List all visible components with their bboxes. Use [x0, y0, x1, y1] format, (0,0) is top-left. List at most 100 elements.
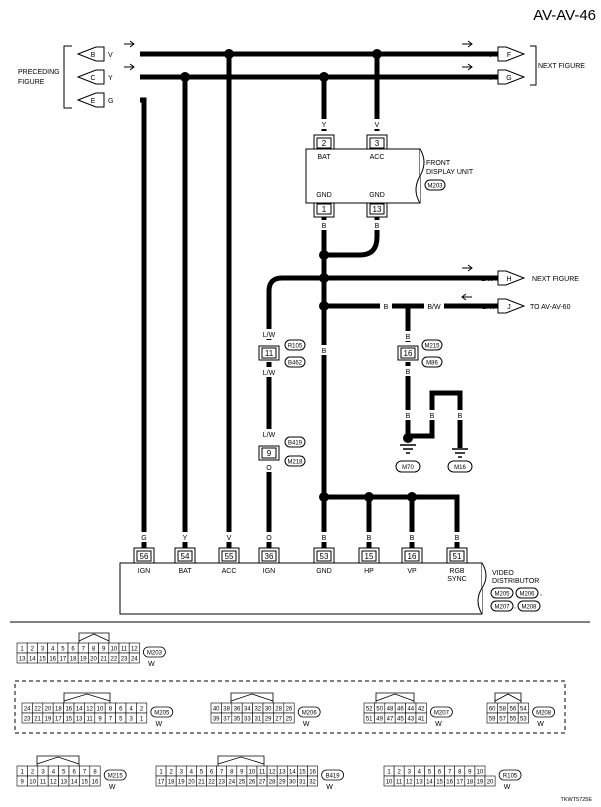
svg-text:FRONT: FRONT: [426, 160, 451, 167]
svg-text:HP: HP: [364, 568, 374, 575]
svg-text:GND: GND: [316, 568, 332, 575]
svg-text:M218: M218: [287, 460, 303, 466]
pin-number: 43: [407, 717, 414, 723]
pin-number: 18: [168, 780, 175, 786]
ground-m70: M70: [395, 433, 421, 473]
splice-lw: [319, 273, 329, 283]
dashed-group-frame: [14, 680, 566, 734]
svg-text:F: F: [507, 52, 511, 59]
connector-color: W: [537, 721, 544, 728]
pin-number: 7: [448, 770, 452, 776]
pin-number: 24: [228, 780, 235, 786]
svg-text:B: B: [406, 334, 411, 341]
svg-text:B: B: [430, 413, 435, 420]
pin-number: 16: [49, 657, 56, 663]
next-figure-label-top: NEXT FIGURE: [538, 63, 585, 70]
pin-number: 10: [386, 780, 393, 786]
pin-number: 11: [86, 717, 93, 723]
pin-number: 52: [366, 707, 373, 713]
pin-number: 4: [130, 707, 134, 713]
pin-number: 12: [269, 770, 276, 776]
pin-number: 1: [140, 717, 144, 723]
pin-number: 5: [61, 647, 65, 653]
pin-number: 46: [397, 707, 404, 713]
svg-text:B: B: [410, 535, 415, 542]
pin-number: 21: [100, 657, 107, 663]
pin-number: 20: [45, 707, 52, 713]
svg-text:,: ,: [514, 603, 516, 610]
pin-number: 20: [90, 657, 97, 663]
pin-number: 48: [387, 707, 394, 713]
svg-text:M206: M206: [519, 592, 535, 598]
svg-text:E: E: [91, 98, 96, 105]
preceding-connectors: B V C Y E G PRECEDING FIGURE: [18, 45, 113, 109]
pin-number: 9: [468, 770, 472, 776]
svg-text:B462: B462: [288, 361, 303, 367]
pin-number: 25: [239, 780, 246, 786]
video-distributor: 56 IGN 54 BAT 55 ACC 36 IGN 53 GND 15 HP…: [119, 547, 542, 615]
pin-number: 11: [259, 770, 266, 776]
connector-id: M205: [154, 711, 170, 717]
pin-number: 3: [408, 770, 412, 776]
pin-number: 7: [109, 717, 113, 723]
pin-number: 40: [213, 707, 220, 713]
pin-number: 51: [366, 717, 373, 723]
svg-text:B: B: [455, 535, 460, 542]
pin-number: 21: [198, 780, 205, 786]
pin-number: 27: [275, 717, 282, 723]
svg-text:B: B: [91, 52, 96, 59]
splice-bus-3: [407, 492, 417, 502]
pin-number: 7: [82, 647, 86, 653]
connector-id: M215: [108, 774, 124, 780]
pin-number: 58: [499, 707, 506, 713]
svg-text:GND: GND: [316, 192, 332, 199]
splice-bus-1: [319, 492, 329, 502]
svg-text:DISPLAY UNIT: DISPLAY UNIT: [426, 169, 474, 176]
wire-g: [140, 97, 147, 548]
svg-text:M16: M16: [454, 465, 466, 471]
svg-text:L/W: L/W: [263, 370, 276, 377]
svg-text:L/W: L/W: [481, 276, 494, 283]
pin-number: 11: [121, 647, 128, 653]
connector-id: R105: [503, 774, 518, 780]
svg-text:B/W: B/W: [482, 304, 496, 311]
pin-number: 50: [376, 707, 383, 713]
page-title: AV-AV-46: [533, 7, 596, 24]
svg-text:13: 13: [373, 205, 382, 214]
svg-text:B: B: [406, 369, 411, 376]
pin-number: 17: [158, 780, 165, 786]
connector-color: W: [326, 784, 333, 791]
pin-number: 4: [190, 770, 194, 776]
connector-b: B V: [76, 46, 113, 62]
pin-number: 5: [428, 770, 432, 776]
svg-text:M205: M205: [494, 592, 510, 598]
svg-text:B: B: [406, 413, 411, 420]
svg-text:2: 2: [322, 139, 327, 148]
connector-color: W: [303, 721, 310, 728]
pin-number: 22: [34, 707, 41, 713]
pin-cell: [283, 712, 295, 724]
svg-text:BAT: BAT: [317, 154, 331, 161]
pin-number: 32: [254, 707, 261, 713]
pin-number: 9: [240, 770, 244, 776]
wire-fdu-gnd2: [324, 214, 380, 258]
pin-number: 13: [416, 780, 423, 786]
pin-number: 8: [92, 647, 96, 653]
preceding-figure-label-2: FIGURE: [18, 79, 45, 86]
preceding-figure-label-1: PRECEDING: [18, 69, 60, 76]
pin-number: 7: [83, 770, 87, 776]
pin-number: 15: [436, 780, 443, 786]
pin-number: 35: [234, 717, 241, 723]
pin-number: 10: [111, 647, 118, 653]
pin-number: 2: [140, 707, 144, 713]
pin-number: 12: [50, 780, 57, 786]
wire-labels: Y V B B B B/W B B B B B L/W L/W L/W O B …: [138, 119, 466, 542]
splice-y-fdu: [319, 72, 329, 82]
pin-number: 16: [65, 707, 72, 713]
vd-pins: 56 IGN 54 BAT 55 ACC 36 IGN 53 GND 15 HP…: [133, 547, 468, 583]
next-figure-label-h: NEXT FIGURE: [532, 276, 579, 283]
pin-number: 2: [397, 770, 401, 776]
